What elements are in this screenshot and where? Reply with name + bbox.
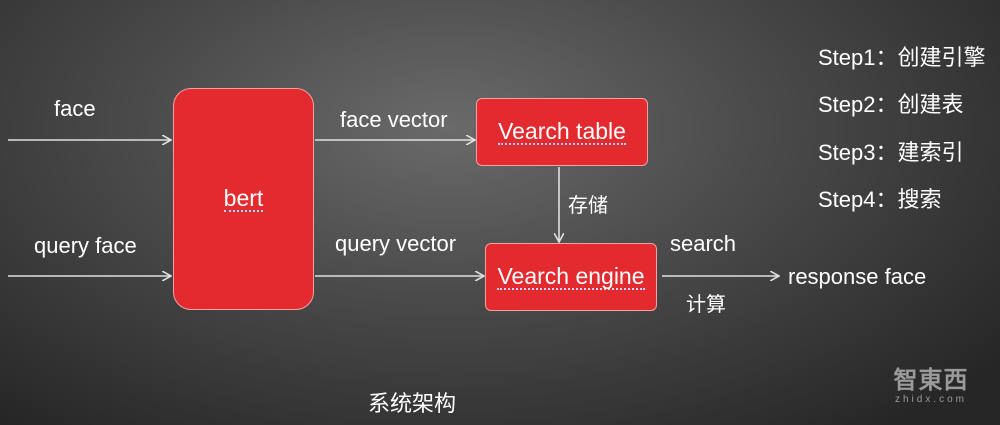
- vearch-engine-node: Vearch engine: [485, 243, 657, 311]
- watermark-cn-text: 智東西: [893, 367, 969, 394]
- step-3-text: Step3：建索引: [818, 140, 964, 165]
- compute-label: 计算: [686, 294, 726, 316]
- vearch-table-node: Vearch table: [476, 98, 648, 166]
- query-face-input-label: query face: [34, 233, 137, 258]
- bert-node: bert: [173, 88, 314, 310]
- face-input-label: face: [54, 96, 96, 121]
- response-face-label: response face: [788, 264, 927, 289]
- vearch-engine-node-label: Vearch engine: [497, 262, 645, 291]
- search-label: search: [670, 231, 737, 256]
- query-vector-label: query vector: [335, 231, 457, 256]
- face-vector-label: face vector: [340, 107, 448, 132]
- step-4-text: Step4：搜索: [818, 187, 942, 212]
- step-1-text: Step1：创建引擎: [818, 45, 986, 70]
- step-2-text: Step2：创建表: [818, 92, 964, 117]
- zhidx-watermark-logo: 智東西 zhidx.com: [876, 368, 986, 412]
- watermark-en-text: zhidx.com: [894, 394, 967, 405]
- bert-node-label: bert: [223, 184, 264, 213]
- diagram-caption: 系统架构: [368, 391, 457, 416]
- storage-label: 存储: [568, 195, 608, 217]
- vearch-table-node-label: Vearch table: [498, 117, 626, 146]
